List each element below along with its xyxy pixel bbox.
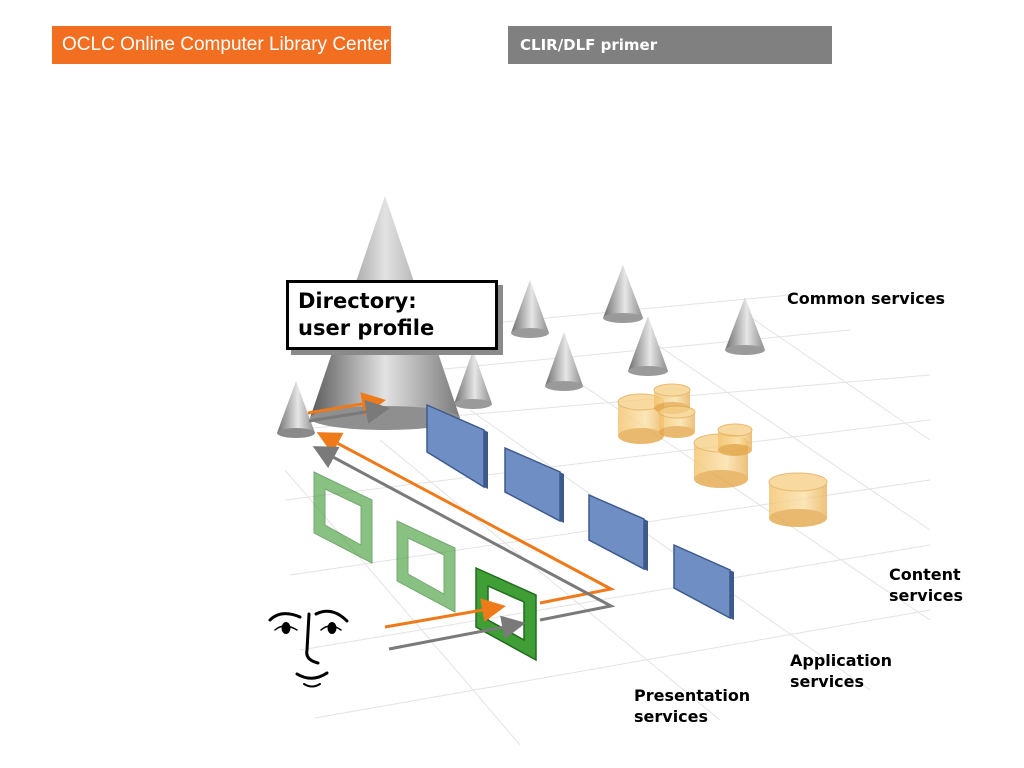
application-services-label: Application services xyxy=(790,651,893,691)
green-frame-icon xyxy=(313,471,373,564)
primer-title-bar: CLIR/DLF primer xyxy=(508,26,832,64)
blue-panel-icon xyxy=(426,403,488,489)
cone-icon xyxy=(454,350,492,409)
cone-icon xyxy=(628,316,668,376)
content-services-label: Content services xyxy=(889,565,964,605)
org-title-bar: OCLC Online Computer Library Center xyxy=(52,26,391,64)
cone-icon xyxy=(545,332,583,391)
cylinder-icon xyxy=(717,423,753,456)
flow-arrows xyxy=(307,392,616,651)
blue-panel-icon xyxy=(504,446,564,523)
blue-panel-icon xyxy=(673,543,734,620)
green-frame-icon xyxy=(475,566,537,662)
cylinder-icon xyxy=(768,472,828,527)
cylinder-icon xyxy=(658,405,696,438)
orange-flow-line xyxy=(316,432,616,605)
common-services-label: Common services xyxy=(787,289,946,308)
directory-subtitle: user profile xyxy=(298,316,435,340)
orange-input-arrow xyxy=(384,598,506,629)
gray-input-arrow xyxy=(388,615,526,651)
cone-icon xyxy=(277,381,315,438)
org-title: OCLC Online Computer Library Center xyxy=(62,34,390,55)
cone-icon xyxy=(511,280,549,338)
directory-user-profile-box: Directory: user profile xyxy=(286,280,498,350)
face-icon xyxy=(268,609,349,688)
directory-title: Directory: xyxy=(298,289,417,313)
gray-flow-line xyxy=(312,446,616,622)
presentation-services-label: Presentation services xyxy=(634,686,751,726)
cone-icon xyxy=(603,265,643,323)
green-frame-icon xyxy=(396,520,456,613)
cone-icon xyxy=(725,297,765,355)
blue-panel-icon xyxy=(588,493,648,571)
primer-title: CLIR/DLF primer xyxy=(520,36,658,54)
gray-directory-arrow xyxy=(308,399,390,424)
